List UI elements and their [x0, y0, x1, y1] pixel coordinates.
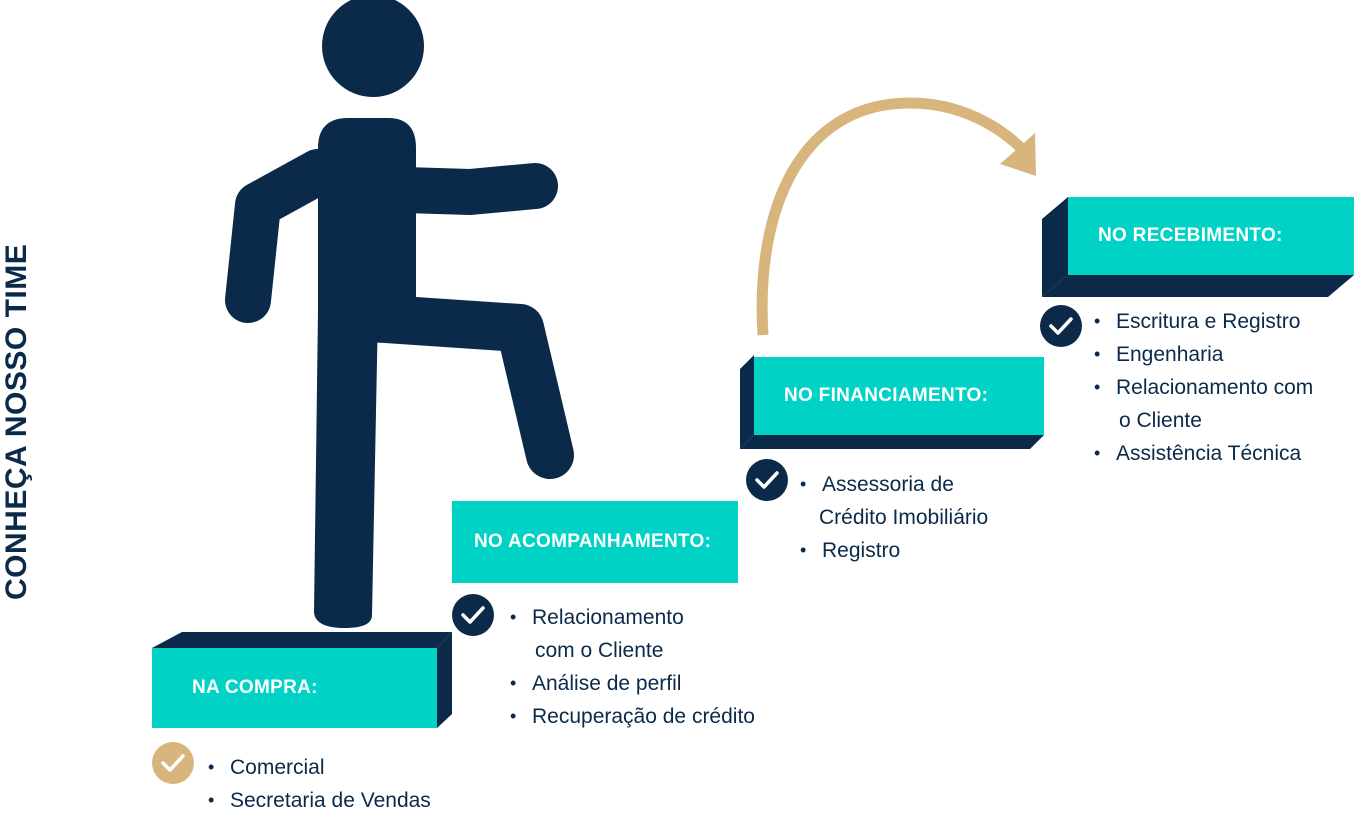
checkmark-circle-icon	[746, 459, 788, 501]
list-item-text: Engenharia	[1116, 343, 1224, 366]
list-item: Escritura e Registro	[1094, 305, 1313, 338]
checkmark-circle-icon	[152, 742, 194, 784]
list-item-text: Assessoria de	[822, 473, 954, 496]
step-items: Comercial Secretaria de Vendas	[208, 751, 431, 817]
checkmark-circle-icon	[1040, 305, 1082, 347]
step-items: Escritura e Registro Engenharia Relacion…	[1094, 305, 1313, 470]
step-label: NO FINANCIAMENTO:	[754, 357, 1044, 435]
step-block-3d	[740, 355, 1044, 449]
list-item-text: Escritura e Registro	[1116, 310, 1301, 333]
list-item: Relacionamento com o Cliente	[1094, 371, 1313, 437]
step-block-3d	[1042, 197, 1354, 297]
list-item-text: Secretaria de Vendas	[230, 789, 431, 812]
list-item-text: Assistência Técnica	[1116, 442, 1302, 465]
step-na-compra: NA COMPRA:	[152, 632, 452, 730]
list-item: Assistência Técnica	[1094, 437, 1313, 470]
step-label: NO RECEBIMENTO:	[1068, 197, 1354, 275]
curved-arrow-icon	[756, 97, 1036, 336]
list-item: Relacionamento com o Cliente	[510, 601, 755, 667]
step-no-recebimento: NO RECEBIMENTO:	[1042, 193, 1354, 297]
checkmark-circle-icon	[452, 594, 494, 636]
list-item-text: Relacionamento	[532, 606, 684, 629]
list-item: Engenharia	[1094, 338, 1313, 371]
list-item-text-continued: Crédito Imobiliário	[819, 506, 989, 529]
step-no-financiamento: NO FINANCIAMENTO:	[740, 345, 1044, 449]
step-block-3d	[152, 632, 452, 728]
list-item: Registro	[800, 534, 988, 567]
list-item-text: Relacionamento com	[1116, 376, 1314, 399]
step-label: NO ACOMPANHAMENTO:	[452, 501, 738, 583]
list-item-text-continued: com o Cliente	[535, 639, 664, 662]
list-item-text: Comercial	[230, 756, 325, 779]
list-item: Recuperação de crédito	[510, 700, 755, 733]
list-item: Comercial	[208, 751, 431, 784]
list-item-text: Análise de perfil	[532, 672, 682, 695]
step-no-acompanhamento: NO ACOMPANHAMENTO:	[452, 501, 738, 583]
step-items: Assessoria de Crédito Imobiliário Regist…	[800, 468, 988, 567]
list-item-text-continued: o Cliente	[1119, 409, 1202, 432]
list-item-text: Recuperação de crédito	[532, 705, 755, 728]
list-item: Análise de perfil	[510, 667, 755, 700]
step-items: Relacionamento com o Cliente Análise de …	[510, 601, 755, 733]
step-label: NA COMPRA:	[152, 648, 437, 728]
list-item: Assessoria de Crédito Imobiliário	[800, 468, 988, 534]
list-item: Secretaria de Vendas	[208, 784, 431, 817]
list-item-text: Registro	[822, 539, 901, 562]
